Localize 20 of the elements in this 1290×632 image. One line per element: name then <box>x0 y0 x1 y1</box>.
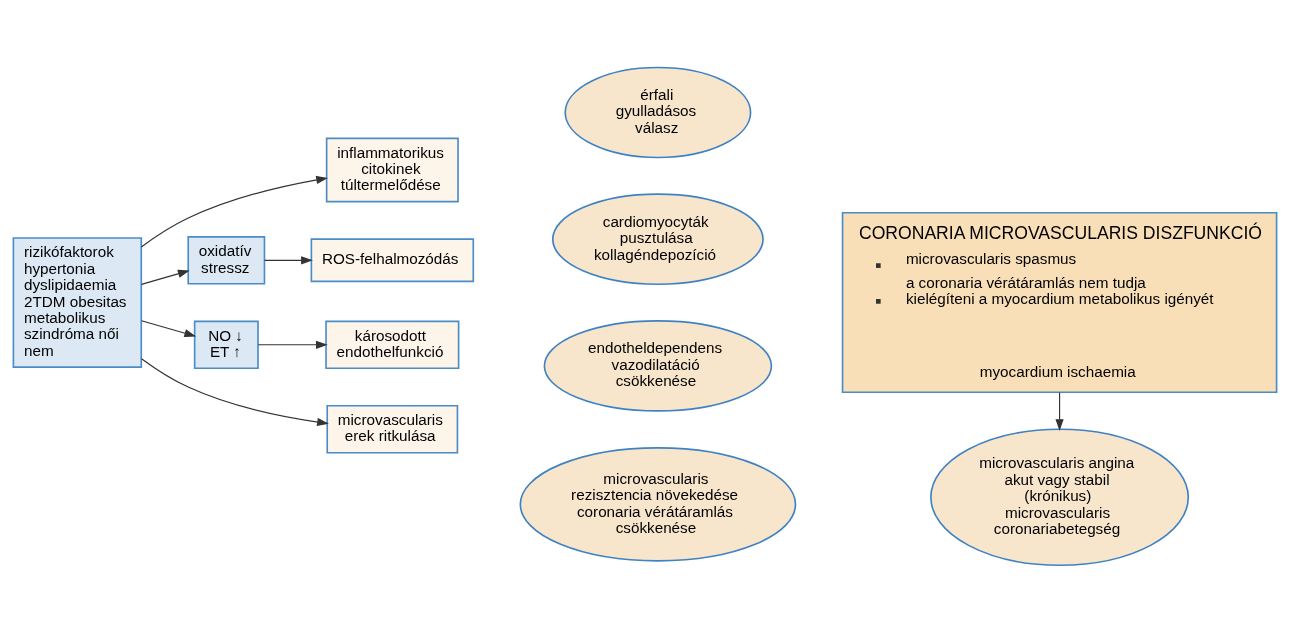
node-ellipse: microvascularis rezisztencia növekedése coronaria vérátáramlás csökkenése <box>519 446 797 562</box>
arrow <box>140 269 190 285</box>
node-box: rizikófaktorok hypertonia dyslipidaemia 2TDM obesitas metabolikus szindróma női nem <box>12 236 143 368</box>
node-box: microvascularis erek ritkulása <box>326 404 459 454</box>
node-box: NO ↓ ET ↑ <box>193 320 259 369</box>
node-box: oxidatív stressz <box>187 235 266 285</box>
node-ellipse: endotheldependens vazodilatáció csökkenése <box>543 319 773 412</box>
node-box: inflammatorikus citokinek túltermelődése <box>325 137 459 202</box>
arrow <box>140 175 328 248</box>
node-ellipse: cardiomyocyták pusztulása kollagéndepozíció <box>551 192 764 285</box>
node-box: ROS-felhalmozódás <box>310 237 475 282</box>
arrow <box>140 357 329 426</box>
node-box: CORONARIA MICROVASCULARIS DISZFUNKCIÓ microvascularis spasmus a coronaria vérátáramlás nem tudja kielégíteni a myocardium metabolikus igényét myocardium ischaemia <box>841 211 1278 393</box>
arrow <box>257 340 328 349</box>
arrow <box>140 319 197 337</box>
node-ellipse: érfali gyulladásos válasz <box>564 66 752 158</box>
node-ellipse: microvascularis angina akut vagy stabil (krónikus) microvascularis coronariabetegség <box>930 427 1190 566</box>
node-box: károsodott endothelfunkció <box>325 320 460 369</box>
arrow <box>264 255 313 264</box>
arrow <box>1055 391 1064 431</box>
